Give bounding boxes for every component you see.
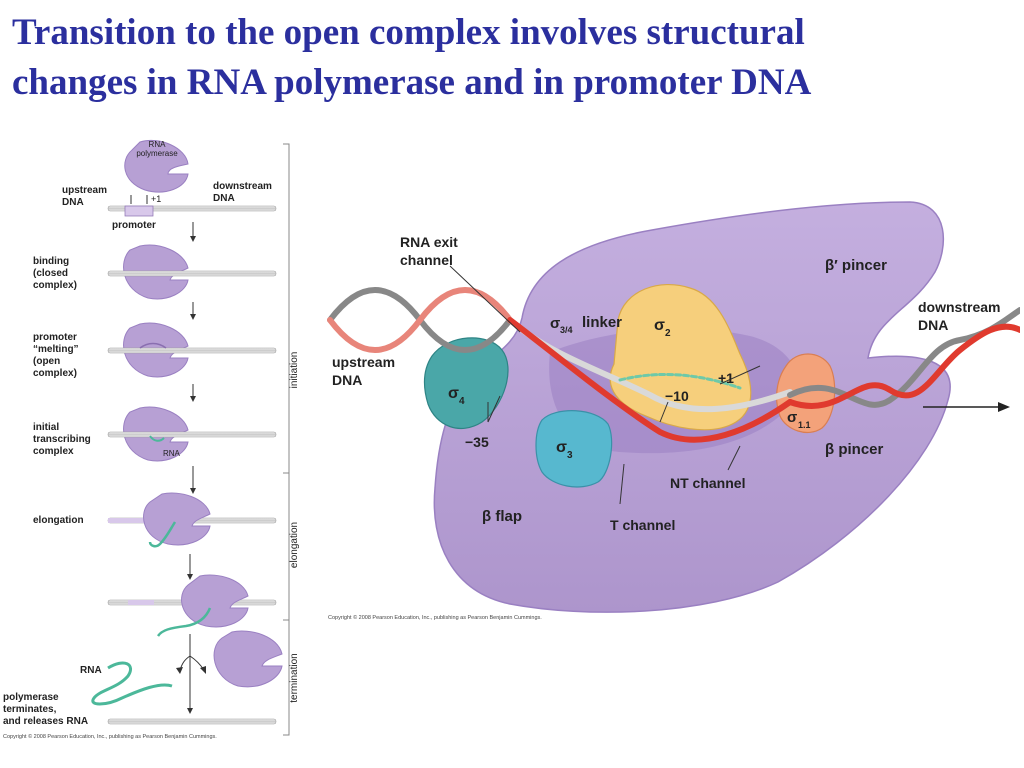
step-melting-2: “melting” bbox=[33, 344, 79, 355]
sigma11-domain bbox=[776, 353, 836, 433]
termination-text-1: polymerase bbox=[3, 692, 59, 703]
rna-label-end: RNA bbox=[80, 665, 102, 676]
promoter-label: promoter bbox=[112, 220, 156, 231]
beta-pincer-label: β pincer bbox=[825, 441, 884, 458]
promoter-box bbox=[124, 205, 154, 217]
step-initial-1: initial bbox=[33, 422, 59, 433]
sigma2-subscript: 2 bbox=[665, 328, 671, 339]
sigma34-subscript: 3/4 bbox=[560, 325, 573, 335]
slide-title: Transition to the open complex involves … bbox=[12, 8, 1012, 108]
beta-prime-pincer-label: β′ pincer bbox=[825, 257, 887, 274]
sigma4-domain bbox=[423, 337, 509, 430]
upstream-dna-label-1: upstream bbox=[332, 354, 395, 370]
step-initial-2: transcribing bbox=[33, 434, 91, 445]
t-channel-label: T channel bbox=[610, 517, 675, 533]
termination-text-3: and releases RNA bbox=[3, 716, 88, 727]
sigma11-symbol: σ bbox=[787, 409, 797, 426]
sigma4-subscript: 4 bbox=[459, 396, 465, 407]
downstream-dna-label-1: downstream bbox=[918, 299, 1000, 315]
downstream-dna-label-2: DNA bbox=[918, 317, 948, 333]
dna-bar-3 bbox=[107, 431, 277, 438]
open-complex-structure-diagram: RNA exit channel β′ pincer downstream DN… bbox=[327, 201, 1020, 621]
sigma3-symbol: σ bbox=[556, 439, 567, 456]
downstream-dna-label-2: DNA bbox=[213, 193, 235, 204]
left-copyright: Copyright © 2008 Pearson Education, Inc.… bbox=[3, 733, 217, 740]
transcription-cycle-diagram: initiation elongation termination RNA po… bbox=[3, 140, 300, 740]
phase-bracket bbox=[283, 143, 290, 736]
phase-termination: termination bbox=[289, 653, 300, 702]
upstream-dna-label-2: DNA bbox=[62, 197, 84, 208]
polymerase-free bbox=[124, 140, 189, 193]
promoter-arrows bbox=[130, 195, 148, 204]
phase-elongation: elongation bbox=[289, 522, 300, 568]
rna-exit-channel-1: RNA exit bbox=[400, 234, 458, 250]
step-melting-4: complex) bbox=[33, 368, 77, 379]
step-elongation: elongation bbox=[33, 515, 84, 526]
step-melting-1: promoter bbox=[33, 332, 77, 343]
right-copyright: Copyright © 2008 Pearson Education, Inc.… bbox=[328, 614, 542, 621]
step-melting-3: (open bbox=[33, 356, 60, 367]
sigma3-domain bbox=[535, 410, 613, 488]
dna-bar-2 bbox=[107, 347, 277, 354]
dna-bar-1 bbox=[107, 270, 277, 277]
rna-polymerase-label-2: polymerase bbox=[136, 149, 178, 158]
phase-initiation: initiation bbox=[289, 352, 300, 389]
step-binding-1: binding bbox=[33, 256, 69, 267]
sigma34-linker-label: linker bbox=[582, 314, 622, 331]
minus-ten-label: −10 bbox=[665, 388, 689, 404]
termination-text-2: terminates, bbox=[3, 704, 57, 715]
beta-flap-label: β flap bbox=[482, 508, 522, 525]
rna-exit-channel-2: channel bbox=[400, 252, 453, 268]
plus-one-label: +1 bbox=[151, 194, 161, 204]
minus-35-label: −35 bbox=[465, 434, 489, 450]
dna-helix bbox=[327, 287, 1020, 443]
sigma34-symbol: σ bbox=[550, 315, 560, 332]
sigma11-subscript: 1.1 bbox=[798, 420, 811, 430]
step-binding-3: complex) bbox=[33, 280, 77, 291]
sigma2-symbol: σ bbox=[654, 317, 665, 334]
downstream-dna-label-1: downstream bbox=[213, 181, 272, 192]
nt-channel-label: NT channel bbox=[670, 475, 745, 491]
rna-polymerase-label-1: RNA bbox=[149, 140, 167, 149]
released-rna-strand bbox=[91, 661, 173, 706]
dna-bar-6 bbox=[107, 718, 277, 725]
upstream-dna-label-2: DNA bbox=[332, 372, 362, 388]
sigma3-subscript: 3 bbox=[567, 450, 573, 461]
upstream-dna-label-1: upstream bbox=[62, 185, 107, 196]
direction-arrow bbox=[998, 402, 1010, 412]
step-binding-2: (closed bbox=[33, 268, 68, 279]
title-line-2: changes in RNA polymerase and in promote… bbox=[12, 62, 812, 103]
rna-label-small: RNA bbox=[163, 449, 181, 458]
plus-one-label: +1 bbox=[718, 370, 734, 386]
sigma4-symbol: σ bbox=[448, 385, 459, 402]
step-initial-3: complex bbox=[33, 446, 74, 457]
title-line-1: Transition to the open complex involves … bbox=[12, 12, 805, 53]
